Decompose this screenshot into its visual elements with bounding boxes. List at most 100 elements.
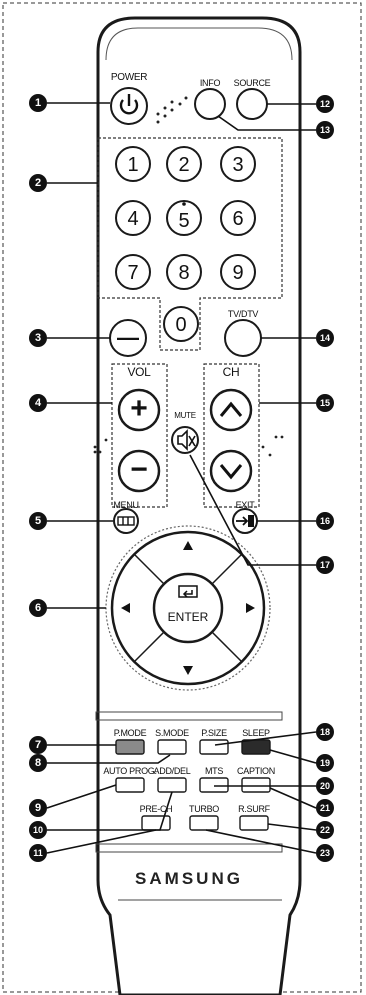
key-8-label: 8 (178, 262, 190, 284)
menu-label: MENU (113, 500, 139, 510)
psize-label: P.SIZE (201, 728, 227, 738)
rsurf-button[interactable] (239, 815, 269, 831)
body-inner-edge (105, 27, 293, 61)
exit-label: EXIT (235, 500, 255, 510)
callout-21: 21 (316, 799, 334, 817)
tvdtv-button[interactable] (224, 319, 262, 357)
key-4[interactable] (115, 200, 151, 236)
info-button[interactable] (194, 88, 226, 120)
ch-up-icon (219, 401, 243, 417)
number-keys (115, 146, 256, 342)
psize-button[interactable] (199, 739, 229, 755)
ch-dots (261, 435, 284, 457)
info-label: INFO (199, 78, 221, 88)
enter-button[interactable] (152, 572, 224, 644)
mute-label: MUTE (174, 411, 196, 420)
key-7[interactable] (115, 254, 151, 290)
key-0[interactable] (163, 306, 199, 342)
key-5-dot (182, 202, 186, 206)
prech-button[interactable] (141, 815, 171, 831)
enter-label: ENTER (167, 610, 209, 624)
ch-down-icon (219, 464, 243, 480)
key-3-label: 3 (232, 154, 244, 176)
source-label: SOURCE (233, 78, 271, 88)
turbo-button[interactable] (189, 815, 219, 831)
dpad-dividers (133, 553, 243, 663)
vol-outline (111, 363, 168, 508)
menu-icon (117, 516, 135, 526)
mute-icon (177, 429, 196, 451)
callout-18: 18 (316, 723, 334, 741)
callout-11: 11 (29, 844, 47, 862)
callout-1: 1 (29, 94, 47, 112)
ch-down-button[interactable] (209, 449, 253, 493)
key-7-label: 7 (127, 262, 139, 284)
callout-23: 23 (316, 844, 334, 862)
divider-top (95, 711, 283, 721)
pmode-button[interactable] (115, 739, 145, 755)
smode-label: S.MODE (155, 728, 189, 738)
callout-9: 9 (29, 799, 47, 817)
key-4-label: 4 (127, 208, 139, 230)
prech-label: PRE-CH (139, 804, 173, 814)
dpad-down-icon[interactable] (183, 666, 193, 675)
vol-down-icon: − (130, 453, 148, 486)
menu-button[interactable] (113, 508, 139, 534)
callout-15: 15 (316, 394, 334, 412)
source-button[interactable] (236, 88, 268, 120)
dpad-up-icon[interactable] (183, 541, 193, 550)
ch-outline (203, 363, 260, 508)
mts-button[interactable] (199, 777, 229, 793)
keypad-outline (97, 137, 283, 351)
mts-label: MTS (204, 766, 224, 776)
sleep-label: SLEEP (242, 728, 270, 738)
key-3[interactable] (220, 146, 256, 182)
key-1-label: 1 (127, 154, 139, 176)
smode-button[interactable] (157, 739, 187, 755)
autoprog-button[interactable] (115, 777, 145, 793)
turbo-label: TURBO (188, 804, 220, 814)
key-8[interactable] (166, 254, 202, 290)
power-label: POWER (110, 72, 148, 83)
caption-button[interactable] (241, 777, 271, 793)
indicator-dots (156, 96, 188, 124)
sleep-button[interactable] (241, 739, 271, 755)
key-9[interactable] (220, 254, 256, 290)
leader-lines (46, 102, 317, 854)
dash-label: — (117, 325, 139, 350)
pmode-label: P.MODE (113, 728, 147, 738)
callout-7: 7 (29, 736, 47, 754)
dpad-right-icon[interactable] (246, 603, 255, 613)
key-6-label: 6 (232, 208, 244, 230)
autoprog-label: AUTO PROG. (103, 766, 157, 776)
callout-10: 10 (29, 821, 47, 839)
callout-22: 22 (316, 821, 334, 839)
callout-6: 6 (29, 599, 47, 617)
brand-logo: SAMSUNG (135, 869, 243, 888)
callout-19: 19 (316, 754, 334, 772)
key-6[interactable] (220, 200, 256, 236)
vol-up-button[interactable] (117, 388, 161, 432)
dpad-left-icon[interactable] (121, 603, 130, 613)
key-5[interactable] (166, 200, 202, 236)
divider-bottom (95, 843, 283, 853)
adddel-button[interactable] (157, 777, 187, 793)
vol-up-icon: + (130, 392, 148, 425)
key-1[interactable] (115, 146, 151, 182)
ch-label: CH (222, 365, 240, 379)
callout-12: 12 (316, 95, 334, 113)
mute-button[interactable] (171, 426, 199, 454)
caption-label: CAPTION (237, 766, 275, 776)
key-2[interactable] (166, 146, 202, 182)
vol-down-button[interactable] (117, 449, 161, 493)
tvdtv-label: TV/DTV (227, 309, 259, 319)
callout-16: 16 (316, 512, 334, 530)
callout-3: 3 (29, 329, 47, 347)
callout-13: 13 (316, 121, 334, 139)
ch-up-button[interactable] (209, 388, 253, 432)
adddel-label: ADD/DEL (153, 766, 191, 776)
key-0-label: 0 (175, 314, 187, 336)
callout-20: 20 (316, 777, 334, 795)
